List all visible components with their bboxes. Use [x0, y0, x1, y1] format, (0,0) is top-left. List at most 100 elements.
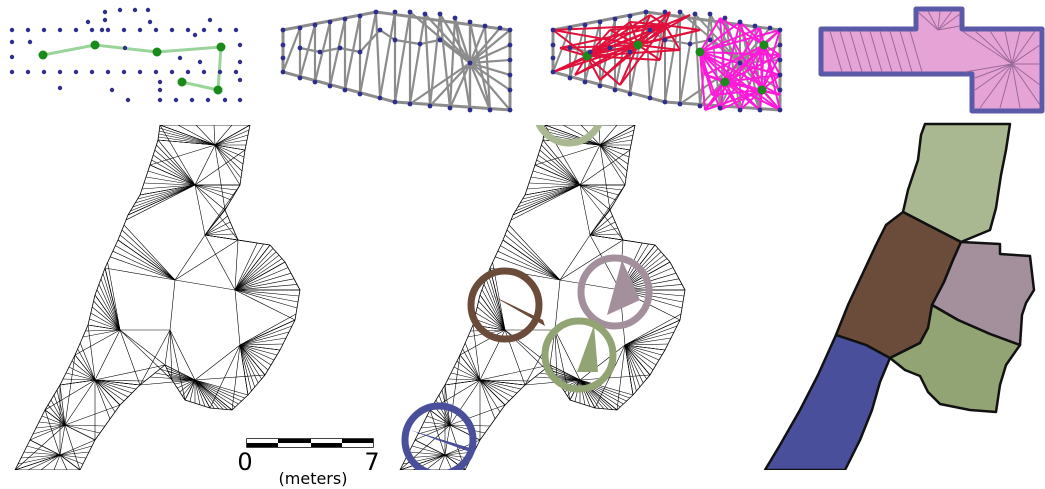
graph-node — [757, 85, 767, 95]
mesh-line — [438, 394, 451, 426]
mesh-edge — [394, 38, 421, 46]
mesh-line — [459, 354, 481, 381]
mesh-line — [624, 344, 666, 351]
mesh-line — [127, 184, 196, 216]
mesh-line — [489, 267, 506, 331]
mesh-line — [429, 409, 446, 456]
mesh-vertex — [342, 16, 348, 22]
mesh-edge — [359, 29, 381, 53]
mesh-line — [589, 209, 611, 236]
mesh-vertex — [647, 27, 653, 33]
mesh-line — [414, 439, 446, 456]
fan-edge — [469, 62, 511, 91]
highlight-triangle-brown — [491, 295, 545, 326]
mesh-line — [624, 344, 641, 388]
fan-edge — [469, 62, 511, 111]
mesh-line — [234, 243, 264, 291]
mesh-line — [65, 372, 96, 381]
mesh-line — [239, 344, 259, 384]
mesh-line — [149, 376, 196, 381]
mesh-line — [239, 344, 266, 376]
point-dot — [99, 27, 105, 33]
mesh-vertex — [407, 9, 413, 15]
mesh-line — [44, 409, 66, 426]
region-fan-line — [974, 30, 1013, 65]
mesh-line — [143, 182, 196, 186]
mesh-line — [479, 379, 526, 386]
mesh-line — [624, 344, 657, 366]
mesh-line — [579, 184, 624, 241]
mesh-line — [94, 379, 116, 413]
mesh-vertex — [757, 107, 763, 113]
mesh-line — [420, 424, 451, 429]
mesh-line — [182, 379, 196, 397]
mesh-line — [44, 379, 96, 411]
point-dot — [157, 79, 163, 85]
mesh-edge — [569, 24, 586, 79]
mesh-line — [456, 360, 481, 381]
mesh-line — [616, 344, 626, 411]
mesh-line — [485, 278, 506, 331]
region-fan-line — [917, 11, 939, 31]
building-outline — [14, 125, 301, 470]
mesh-line — [159, 127, 216, 146]
mesh-line — [59, 445, 93, 456]
mesh-line — [475, 312, 506, 331]
mesh-line — [479, 379, 510, 402]
mesh-line — [239, 331, 290, 346]
mesh-line — [159, 130, 216, 146]
mesh-line — [589, 215, 613, 236]
mesh-line — [234, 267, 289, 291]
partition-nodes — [582, 40, 769, 95]
circle-blue — [401, 402, 477, 470]
mesh-vertex — [407, 101, 413, 107]
fan-edge — [469, 27, 501, 64]
point-dot — [201, 69, 207, 75]
circle-brown — [467, 267, 543, 343]
graph-node — [759, 40, 769, 50]
point-dot — [132, 7, 138, 13]
graph-node — [213, 85, 223, 95]
mesh-line — [194, 379, 245, 399]
magenta-edge — [711, 44, 765, 96]
red-edge — [649, 14, 666, 26]
mesh-vertex — [662, 99, 668, 105]
mesh-line — [119, 329, 141, 386]
mesh-line — [194, 379, 201, 405]
point-dot — [233, 69, 239, 75]
mesh-line — [234, 289, 241, 346]
circle-olive — [541, 317, 617, 393]
mesh-edge — [343, 15, 362, 91]
mesh-line — [174, 379, 196, 385]
point-dot — [217, 69, 223, 75]
point-cloud-dots — [9, 7, 243, 103]
green-graph-edges — [42, 43, 223, 92]
mesh-line — [194, 379, 228, 410]
mesh-line — [239, 344, 269, 371]
mesh-vertex — [373, 9, 379, 15]
building-mesh-lines — [14, 125, 301, 470]
mesh-line — [429, 409, 451, 426]
fan-edge — [469, 29, 511, 64]
mesh-line — [94, 379, 133, 394]
magenta-edge — [759, 44, 765, 111]
region-fan-line — [937, 25, 961, 31]
point-dot — [192, 32, 198, 38]
region-fan-line — [1011, 44, 1041, 65]
mesh-line — [479, 379, 522, 390]
mesh-line — [44, 409, 61, 456]
mesh-line — [64, 424, 96, 441]
mesh-line — [411, 445, 446, 456]
mesh-vertex — [327, 83, 333, 89]
region-fan-line — [937, 13, 961, 31]
point-dot — [9, 69, 15, 75]
mesh-line — [599, 144, 627, 179]
fan-edge — [469, 58, 511, 65]
partition-magenta-edges — [699, 17, 781, 111]
mesh-line — [479, 379, 518, 394]
mesh-line — [94, 379, 121, 406]
mesh-vertex — [737, 107, 743, 113]
region-fan-line — [839, 30, 853, 73]
mesh-line — [29, 424, 66, 441]
mesh-line — [544, 127, 601, 146]
